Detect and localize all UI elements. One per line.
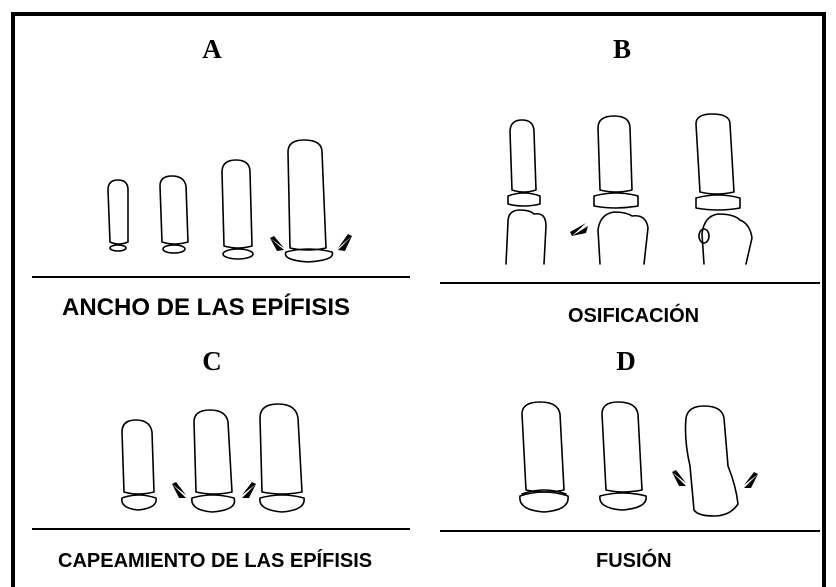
bone-a2 bbox=[159, 175, 189, 245]
epiphysis-d1 bbox=[519, 491, 569, 513]
arrow-c-right bbox=[242, 482, 256, 498]
bone-a4 bbox=[287, 139, 327, 251]
growth-line-d1 bbox=[521, 489, 567, 495]
panel-b-baseline bbox=[440, 282, 820, 284]
bone-b3 bbox=[695, 113, 735, 195]
bone-b1 bbox=[509, 119, 537, 193]
bone-c2 bbox=[193, 409, 233, 495]
panel-d-caption: FUSIÓN bbox=[596, 550, 672, 572]
panel-a-baseline bbox=[32, 276, 410, 278]
bone-b2 bbox=[597, 115, 633, 193]
bone-c3 bbox=[259, 403, 303, 495]
arrow-d-right bbox=[744, 472, 758, 488]
epiphysis-d2 bbox=[599, 492, 647, 511]
arrow-a-left bbox=[270, 236, 284, 251]
figure-frame bbox=[11, 12, 826, 587]
bone-d1 bbox=[521, 401, 565, 493]
arrow-b bbox=[570, 223, 588, 236]
panel-c-drawing bbox=[121, 403, 305, 513]
epiphysis-a1 bbox=[109, 244, 127, 252]
panel-b-caption: OSIFICACIÓN bbox=[568, 305, 700, 327]
epiphysis-c3 bbox=[259, 494, 305, 513]
panel-c-baseline bbox=[32, 528, 410, 530]
epiphysis-a4 bbox=[284, 248, 334, 263]
panel-a-caption: ANCHO DE LAS EPÍFISIS bbox=[62, 294, 351, 321]
panel-c-caption: CAPEAMIENTO DE LAS EPÍFISIS bbox=[58, 550, 373, 572]
joint-b3 bbox=[701, 213, 753, 265]
epiphysis-b2 bbox=[593, 192, 639, 209]
bone-a3 bbox=[221, 159, 253, 249]
panel-a-drawing bbox=[107, 139, 352, 263]
panel-d-baseline bbox=[440, 530, 820, 532]
panel-d-letter: D bbox=[616, 346, 636, 376]
arrow-c-left bbox=[172, 482, 186, 498]
panel-c-letter: C bbox=[202, 346, 222, 376]
bone-d2 bbox=[601, 401, 643, 493]
epiphysis-a2 bbox=[162, 244, 186, 254]
bone-c1 bbox=[121, 419, 155, 495]
joint-b1 bbox=[505, 209, 547, 265]
epiphysis-c1 bbox=[121, 494, 157, 511]
panel-b-letter: B bbox=[612, 34, 631, 64]
panel-d-drawing bbox=[519, 401, 758, 517]
epiphysis-b3 bbox=[695, 194, 741, 211]
bone-a1 bbox=[107, 179, 129, 245]
epiphysis-a3 bbox=[222, 248, 254, 260]
epiphysis-c2 bbox=[191, 494, 236, 513]
bone-d3 bbox=[684, 405, 739, 517]
panel-b-drawing bbox=[505, 113, 753, 265]
sesamoid-b3 bbox=[698, 228, 710, 244]
panel-a-letter: A bbox=[202, 34, 222, 64]
arrow-a-right bbox=[338, 234, 352, 251]
epiphysis-b1 bbox=[507, 192, 541, 207]
arrow-d-left bbox=[672, 470, 686, 486]
joint-b2 bbox=[597, 211, 649, 265]
